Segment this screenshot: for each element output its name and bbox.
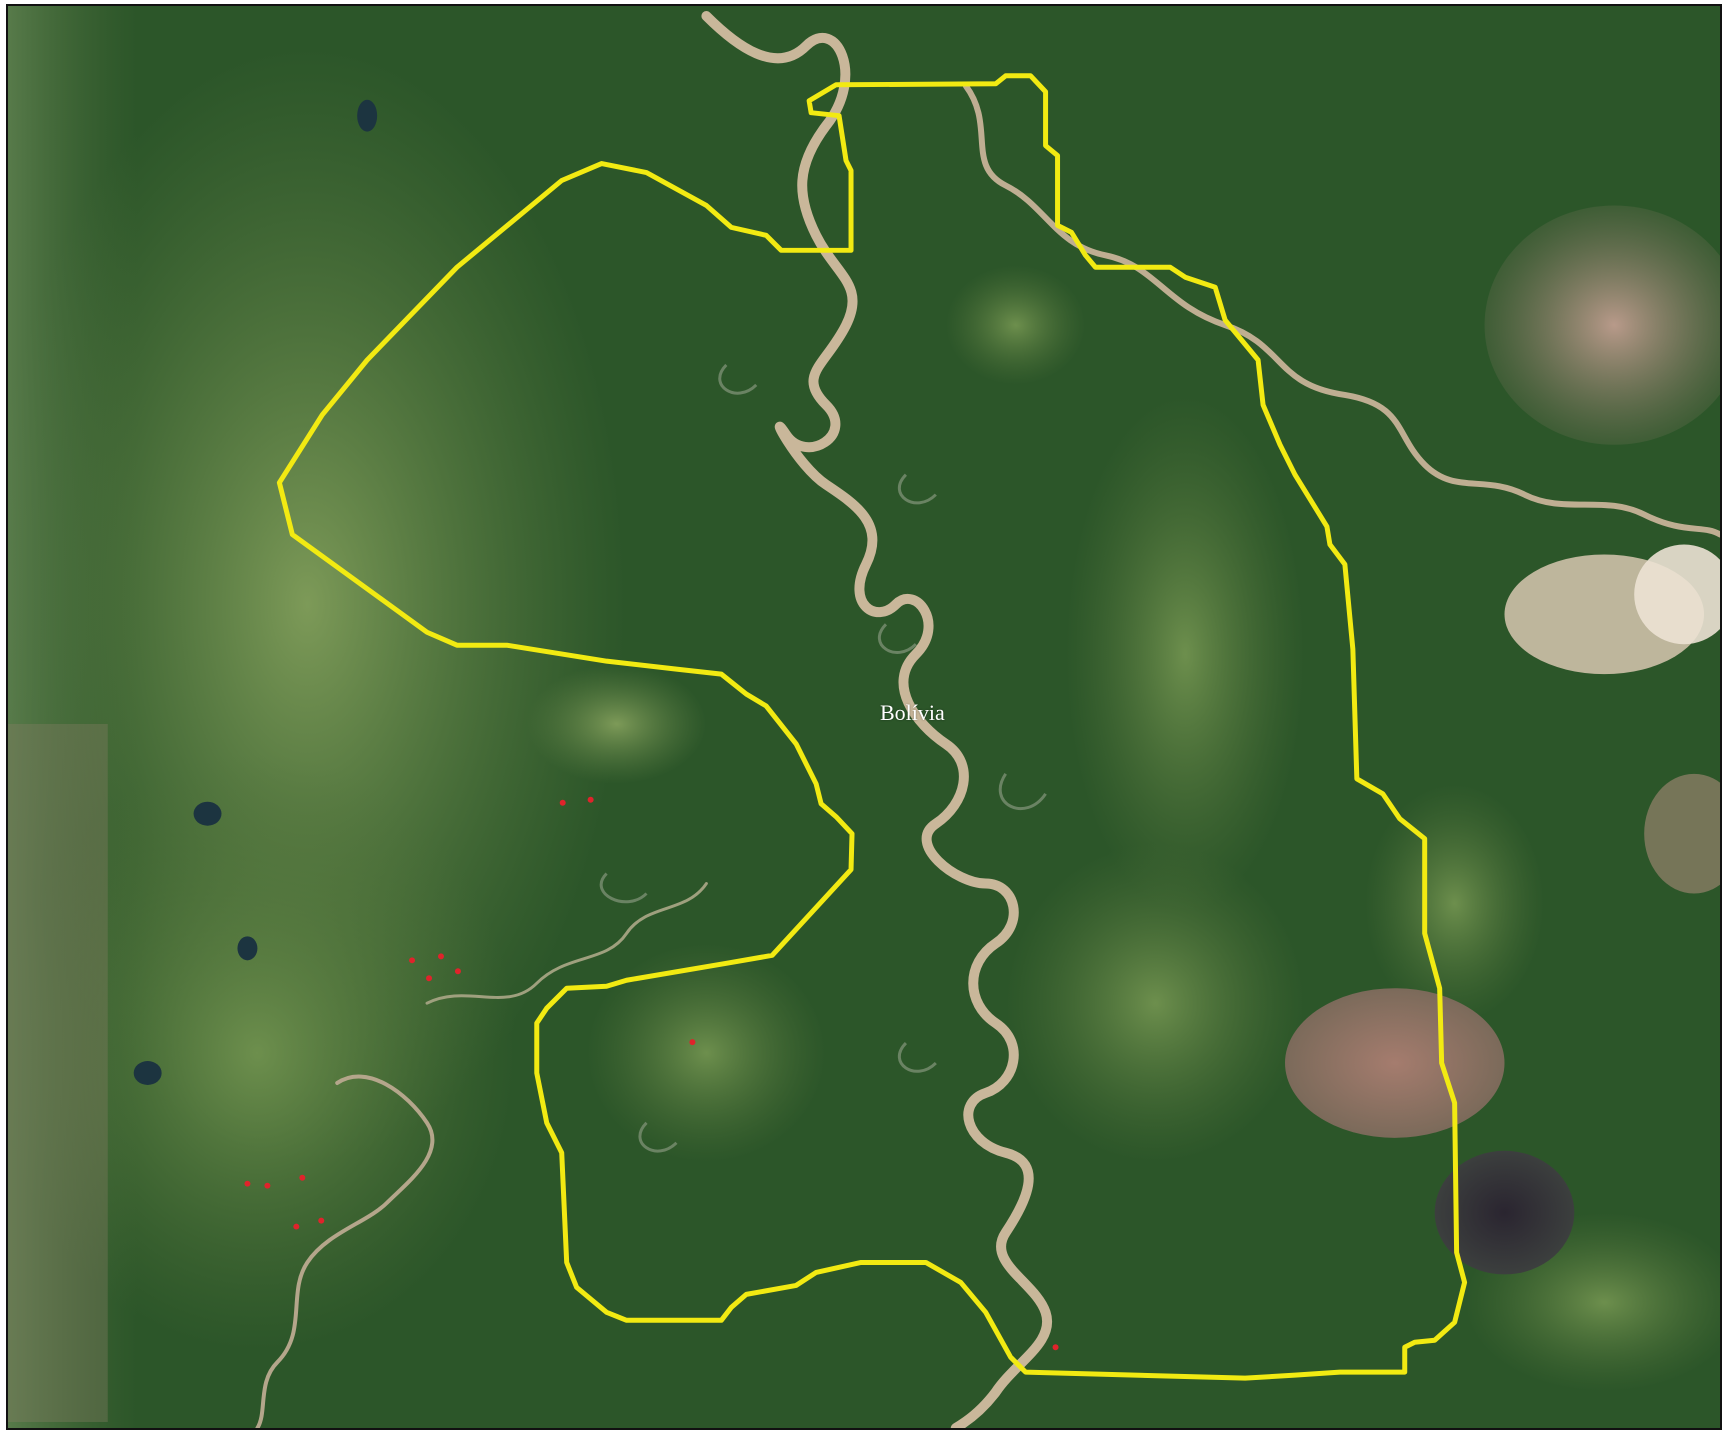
point-marker (244, 1180, 251, 1187)
point-marker (409, 957, 416, 964)
grassland-patch (1005, 843, 1305, 1163)
grassland-patch (945, 265, 1086, 385)
point-markers (244, 796, 1059, 1351)
satellite-map[interactable]: Bolívia (6, 4, 1722, 1430)
bare-area (1484, 205, 1720, 445)
small-lake (133, 1061, 162, 1085)
boundary-line (276, 73, 1468, 1381)
bare-area (1634, 544, 1720, 645)
oxbow-scars (599, 363, 1047, 1153)
small-lake (237, 936, 258, 961)
grassland-patch (1065, 394, 1305, 914)
grassland-patch (586, 943, 827, 1163)
point-marker (264, 1182, 271, 1189)
point-marker (426, 975, 433, 982)
tributary-west (255, 1074, 435, 1428)
point-marker (689, 1039, 696, 1046)
grassland-patch (1364, 783, 1545, 1024)
small-lake (193, 801, 222, 826)
left-edge-pink (8, 723, 108, 1423)
grassland-patch (526, 664, 707, 784)
point-marker (1052, 1344, 1059, 1351)
small-lake (357, 99, 378, 132)
point-marker (437, 953, 444, 960)
point-marker (299, 1174, 306, 1181)
lake-dark (1434, 1150, 1575, 1275)
lake-pink (1285, 988, 1505, 1138)
tributary-north (962, 82, 1720, 538)
left-strip (8, 6, 138, 1428)
map-canvas (8, 6, 1720, 1428)
point-marker (559, 799, 566, 806)
bare-area (1644, 773, 1720, 894)
country-label: Bolívia (880, 700, 945, 725)
tributary-west (425, 882, 708, 1005)
point-marker (587, 796, 594, 803)
point-marker (293, 1223, 300, 1230)
point-marker (454, 968, 461, 975)
point-marker (318, 1217, 325, 1224)
main-river (701, 10, 1053, 1428)
